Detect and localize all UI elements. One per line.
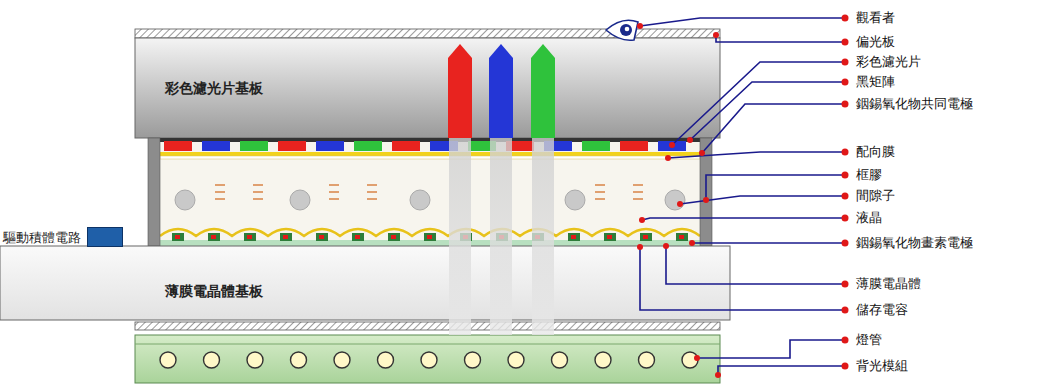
filter-block (164, 141, 192, 151)
pixel-electrode (352, 233, 364, 241)
callout-label: 框膠 (856, 167, 882, 183)
lamp (421, 352, 437, 368)
lamp-row (160, 352, 698, 368)
lamp (552, 352, 568, 368)
lamp (508, 352, 524, 368)
callout-label: 間隙子 (856, 188, 895, 204)
lc-molecule (253, 191, 263, 193)
ic-chip (87, 227, 123, 247)
pixel-electrode (640, 233, 652, 241)
callout-label: 液晶 (856, 210, 882, 226)
lc-molecule (215, 191, 225, 193)
pixel-electrode (316, 233, 328, 241)
color-filter (164, 141, 686, 151)
lc-molecule (367, 184, 377, 186)
lc-molecule (633, 198, 643, 200)
node-text: 薄膜電晶體基板 (165, 283, 263, 299)
lc-molecule (595, 198, 605, 200)
callout-label: 彩色濾光片 (856, 54, 921, 70)
pixel-electrode (676, 233, 688, 241)
lc-molecule (329, 191, 339, 193)
filter-block (582, 141, 610, 151)
lamp (291, 352, 307, 368)
node-text: 驅動積體電路 (3, 230, 81, 245)
lamp (378, 352, 394, 368)
spacer (290, 190, 310, 210)
filter-block (240, 141, 268, 151)
node-text: 彩色濾光片基板 (165, 80, 263, 96)
filter-block (278, 141, 306, 151)
lc-molecule (633, 191, 643, 193)
callout-label: 儲存電容 (856, 302, 908, 318)
lamp (160, 352, 176, 368)
lc-molecule (253, 198, 263, 200)
lamp (465, 352, 481, 368)
filter-block (354, 141, 382, 151)
lc-molecule (215, 184, 225, 186)
lc-molecule (633, 184, 643, 186)
tft (175, 235, 180, 239)
spacer (410, 190, 430, 210)
callout-label: 背光模組 (856, 358, 908, 374)
substrate-label: 薄膜電晶體基板 (165, 281, 263, 301)
pixel-electrode (388, 233, 400, 241)
spacer (565, 190, 585, 210)
pixel-electrode (208, 233, 220, 241)
callout-label: 黑矩陣 (856, 74, 895, 90)
tft (391, 235, 396, 239)
filter-block (620, 141, 648, 151)
tft (211, 235, 216, 239)
tft (607, 235, 612, 239)
tft (679, 235, 684, 239)
tft (283, 235, 288, 239)
callout-label: 配向膜 (856, 144, 895, 160)
spacer (665, 190, 685, 210)
pixel-electrodes (172, 233, 688, 241)
tft (427, 235, 432, 239)
lamp (247, 352, 263, 368)
lamp (334, 352, 350, 368)
lamp (204, 352, 220, 368)
lc-molecule (215, 198, 225, 200)
filter-block (202, 141, 230, 151)
lamp (595, 352, 611, 368)
pixel-electrode (568, 233, 580, 241)
callout-label: 薄膜電晶體 (856, 276, 921, 292)
lc-molecule (367, 191, 377, 193)
callout-label: 偏光板 (856, 34, 895, 50)
substrate-label: 彩色濾光片基板 (165, 78, 263, 98)
pixel-electrode (424, 233, 436, 241)
spacer (175, 190, 195, 210)
pixel-electrode (172, 233, 184, 241)
lc-molecule (329, 184, 339, 186)
filter-block (392, 141, 420, 151)
tft (355, 235, 360, 239)
lamp (639, 352, 655, 368)
tft (643, 235, 648, 239)
lc-molecule (329, 198, 339, 200)
tft (571, 235, 576, 239)
tft (247, 235, 252, 239)
pixel-electrode (280, 233, 292, 241)
tft (319, 235, 324, 239)
filter-block (658, 141, 686, 151)
driver-ic: 驅動積體電路 (3, 227, 123, 248)
liquid-crystal (175, 185, 685, 210)
lc-molecule (367, 198, 377, 200)
pixel-electrode (604, 233, 616, 241)
callout-label: 銦錫氧化物畫素電極 (856, 235, 973, 251)
pixel-electrode (244, 233, 256, 241)
filter-block (316, 141, 344, 151)
callout-label: 銦錫氧化物共同電極 (856, 96, 973, 112)
lc-molecule (253, 184, 263, 186)
callout-label: 觀看者 (856, 10, 895, 26)
lc-molecule (595, 191, 605, 193)
lc-molecule (595, 184, 605, 186)
callout-label: 燈管 (856, 332, 882, 348)
